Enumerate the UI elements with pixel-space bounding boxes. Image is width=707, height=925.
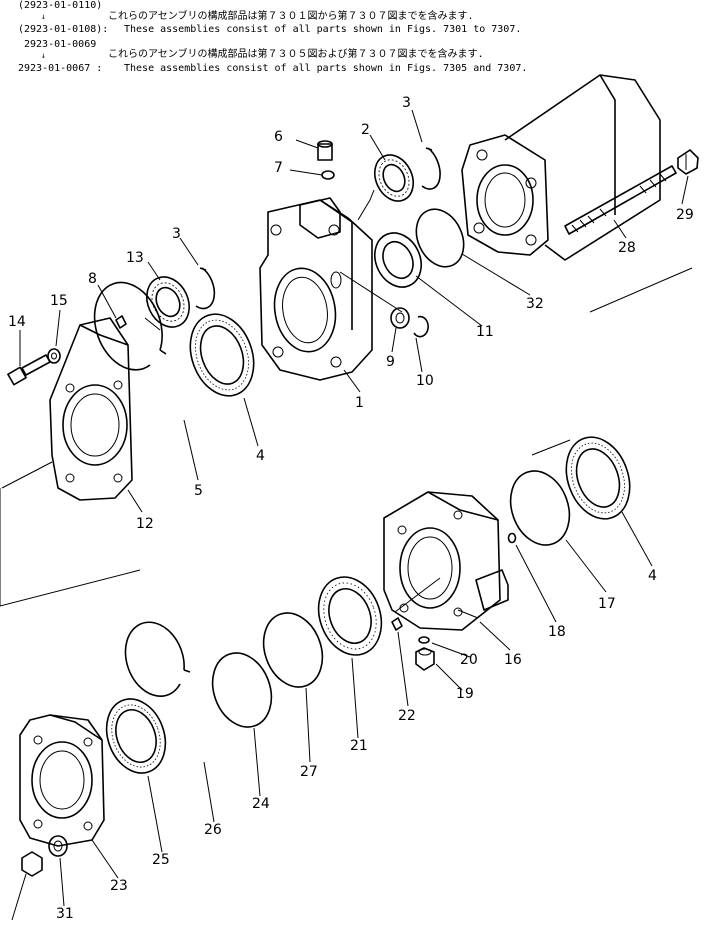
assembly-code-0067: 2923-01-0067 : bbox=[18, 63, 103, 74]
o-ring-27 bbox=[262, 612, 324, 688]
o-ring-32 bbox=[415, 208, 465, 268]
label-15: 15 bbox=[50, 293, 68, 309]
bearing-13 bbox=[146, 276, 190, 328]
label-7: 7 bbox=[274, 160, 283, 176]
pin-22 bbox=[391, 617, 403, 631]
header-notes: (2923-01-0110) ↓ これらのアセンブリの構成部品は第７３０１図から… bbox=[0, 0, 707, 80]
label-3-top: 3 bbox=[402, 95, 411, 111]
roller-bearing-4-right bbox=[565, 436, 631, 520]
label-17: 17 bbox=[598, 596, 616, 612]
thrust-washer-21 bbox=[317, 576, 383, 656]
label-22: 22 bbox=[398, 708, 416, 724]
label-16: 16 bbox=[504, 652, 522, 668]
note-en-1: These assemblies consist of all parts sh… bbox=[124, 24, 522, 35]
roller-bearing-4-top bbox=[189, 313, 255, 397]
note-jp-1: これらのアセンブリの構成部品は第７３０１図から第７３０７図までを含みます. bbox=[108, 11, 474, 22]
label-31: 31 bbox=[56, 906, 74, 922]
assembly-code-0069: 2923-01-0069 bbox=[24, 39, 97, 50]
label-27: 27 bbox=[300, 764, 318, 780]
assembly-code-0108: (2923-01-0108): bbox=[18, 24, 109, 35]
plug-9 bbox=[390, 307, 410, 329]
arrow-icon: ↓ bbox=[41, 12, 46, 21]
label-32: 32 bbox=[526, 296, 544, 312]
label-1: 1 bbox=[355, 395, 364, 411]
label-4-top: 4 bbox=[256, 448, 265, 464]
label-4-right: 4 bbox=[648, 568, 657, 584]
assembly-code-0110: (2923-01-0110) bbox=[18, 0, 103, 11]
leader-lines bbox=[11, 109, 689, 921]
arrow-icon: ↓ bbox=[41, 51, 46, 60]
label-26: 26 bbox=[204, 822, 222, 838]
label-23: 23 bbox=[110, 878, 128, 894]
label-8: 8 bbox=[88, 271, 97, 287]
snap-ring-26 bbox=[124, 621, 191, 697]
nut-29 bbox=[677, 149, 699, 175]
label-3-left: 3 bbox=[172, 226, 181, 242]
label-20: 20 bbox=[460, 652, 478, 668]
label-10: 10 bbox=[416, 373, 434, 389]
cover-23 bbox=[19, 714, 105, 847]
snap-ring-3-left bbox=[195, 267, 216, 310]
stud-28 bbox=[564, 165, 677, 235]
roller-bearing-25 bbox=[105, 698, 167, 774]
case-16 bbox=[383, 491, 509, 631]
snap-ring-3-top bbox=[421, 147, 441, 190]
bearing-2 bbox=[373, 154, 415, 202]
plug-31 bbox=[21, 851, 43, 877]
label-9: 9 bbox=[386, 354, 395, 370]
label-28: 28 bbox=[618, 240, 636, 256]
bearing-11 bbox=[374, 232, 422, 288]
part-number-labels: 6 7 2 3 3 13 8 15 14 1 4 5 12 9 10 11 32… bbox=[8, 95, 694, 922]
label-24: 24 bbox=[252, 796, 270, 812]
washer-31 bbox=[48, 835, 68, 857]
case-1 bbox=[259, 197, 373, 381]
label-6: 6 bbox=[274, 129, 283, 145]
cover-12 bbox=[49, 317, 133, 501]
label-21: 21 bbox=[350, 738, 368, 754]
plug-19 bbox=[415, 647, 435, 671]
o-ring-10 bbox=[413, 315, 429, 338]
plug-6 bbox=[317, 140, 333, 161]
label-18: 18 bbox=[548, 624, 566, 640]
label-19: 19 bbox=[456, 686, 474, 702]
reference-lines bbox=[0, 189, 693, 619]
washer-15 bbox=[47, 348, 61, 364]
label-12: 12 bbox=[136, 516, 154, 532]
o-ring-24 bbox=[211, 652, 273, 728]
note-en-2: These assemblies consist of all parts sh… bbox=[124, 63, 528, 74]
housing-32 bbox=[461, 74, 661, 261]
label-5: 5 bbox=[194, 483, 203, 499]
label-25: 25 bbox=[152, 852, 170, 868]
o-ring-20 bbox=[418, 636, 430, 644]
bolt-14 bbox=[7, 354, 51, 386]
label-14: 14 bbox=[8, 314, 26, 330]
label-29: 29 bbox=[676, 207, 694, 223]
label-2: 2 bbox=[361, 122, 370, 138]
label-13: 13 bbox=[126, 250, 144, 266]
label-11: 11 bbox=[476, 324, 494, 340]
snap-ring-5 bbox=[93, 281, 167, 371]
pin-8 bbox=[115, 315, 127, 329]
o-ring-7 bbox=[321, 170, 335, 180]
o-ring-18 bbox=[507, 532, 517, 544]
note-jp-2: これらのアセンブリの構成部品は第７３０５図および第７３０７図までを含みます. bbox=[108, 49, 484, 60]
o-ring-17 bbox=[509, 470, 571, 546]
